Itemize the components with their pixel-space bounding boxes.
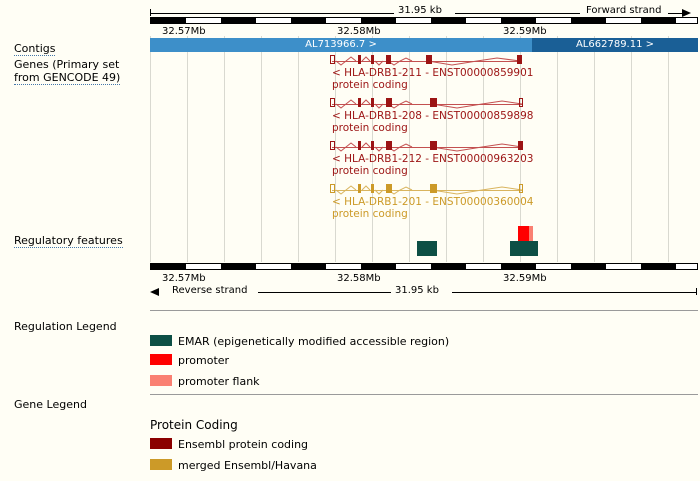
- scale-line-bottom-left: [258, 292, 393, 293]
- reverse-strand-arrow-icon: [150, 288, 159, 296]
- exon-2-4: [430, 141, 437, 150]
- contig-block-0[interactable]: AL713966.7 >: [150, 38, 532, 52]
- forward-strand-arrow-icon: [682, 9, 691, 17]
- exon-1-4: [430, 98, 437, 107]
- intron-chevrons-2: [335, 142, 523, 152]
- ruler-top[interactable]: [150, 17, 698, 24]
- exon-utr-1-0: [330, 98, 335, 107]
- gene-legend-divider: [150, 394, 698, 395]
- legend-text-promoter: promoter: [178, 354, 230, 367]
- exon-2-3: [386, 141, 392, 150]
- regulatory-feature-emar-1[interactable]: [510, 241, 538, 256]
- scale-line-left: [150, 13, 400, 14]
- exon-utr-2-0: [330, 141, 335, 150]
- transcript-biotype-3: protein coding: [332, 208, 408, 220]
- regulation-legend-label: Regulation Legend: [14, 320, 117, 333]
- track-label-regulatory-features-text: Regulatory features: [14, 234, 123, 248]
- exon-2-1: [358, 141, 361, 150]
- ruler-tick-label-top-1: 32.58Mb: [337, 26, 381, 37]
- legend-text-merged-ensembl-havana: merged Ensembl/Havana: [178, 459, 317, 472]
- track-label-regulatory-features[interactable]: Regulatory features: [14, 234, 123, 248]
- span-label-bottom: 31.95 kb: [391, 285, 443, 296]
- exon-1-2: [371, 98, 374, 107]
- exon-1-3: [386, 98, 392, 107]
- regulatory-feature-promoter-flank[interactable]: [529, 226, 533, 241]
- exon-0-4: [426, 55, 432, 64]
- transcript-name-3[interactable]: < HLA-DRB1-201 - ENST00000360004: [332, 196, 534, 208]
- legend-text-promoter-flank: promoter flank: [178, 375, 260, 388]
- exon-3-3: [386, 184, 392, 193]
- ruler-tick-label-bottom-1: 32.58Mb: [337, 273, 381, 284]
- track-label-genes-text: Genes (Primary set from GENCODE 49): [14, 58, 121, 85]
- intron-chevrons-3: [335, 185, 523, 195]
- transcript-name-2[interactable]: < HLA-DRB1-212 - ENST00000963203: [332, 153, 534, 165]
- exon-3-4: [430, 184, 437, 193]
- transcript-biotype-2: protein coding: [332, 165, 408, 177]
- exon-0-2: [371, 55, 374, 64]
- scale-line-far-right: [668, 13, 682, 14]
- exon-utr-3-0: [330, 184, 335, 193]
- intron-chevrons-1: [335, 99, 523, 109]
- scale-tick-bottom-right: [696, 288, 697, 295]
- exon-2-2: [371, 141, 374, 150]
- exon-utr-0-0: [330, 55, 335, 64]
- exon-2-5: [518, 141, 523, 150]
- legend-swatch-promoter-flank: [150, 375, 172, 386]
- regulatory-feature-promoter[interactable]: [518, 226, 529, 241]
- legend-swatch-ensembl-protein-coding: [150, 438, 172, 449]
- exon-1-1: [358, 98, 361, 107]
- transcript-biotype-0: protein coding: [332, 79, 408, 91]
- track-label-contigs-text: Contigs: [14, 42, 56, 56]
- reverse-strand-label: Reverse strand: [169, 285, 251, 296]
- legend-swatch-promoter: [150, 354, 172, 365]
- ruler-tick-label-top-2: 32.59Mb: [503, 26, 547, 37]
- scale-line-bottom-right: [452, 292, 696, 293]
- forward-strand-label: Forward strand: [583, 5, 665, 16]
- ruler-bottom[interactable]: [150, 263, 698, 270]
- ruler-tick-label-top-0: 32.57Mb: [162, 26, 206, 37]
- scale-tick-left: [150, 9, 151, 16]
- intron-chevrons-0: [335, 56, 521, 66]
- exon-0-5: [517, 55, 522, 64]
- legend-swatch-merged-ensembl-havana: [150, 459, 172, 470]
- transcript-biotype-1: protein coding: [332, 122, 408, 134]
- legend-swatch-emar: [150, 335, 172, 346]
- scale-line-right: [455, 13, 580, 14]
- regulation-legend-divider: [150, 310, 698, 311]
- exon-0-3: [386, 55, 391, 64]
- transcript-name-0[interactable]: < HLA-DRB1-211 - ENST00000859901: [332, 67, 534, 79]
- span-label-top: 31.95 kb: [394, 5, 446, 16]
- transcript-name-1[interactable]: < HLA-DRB1-208 - ENST00000859898: [332, 110, 534, 122]
- exon-0-1: [358, 55, 361, 64]
- exon-utr-1-5: [519, 98, 523, 107]
- gene-legend-section-title: Protein Coding: [150, 418, 238, 432]
- ruler-tick-label-bottom-2: 32.59Mb: [503, 273, 547, 284]
- legend-text-emar: EMAR (epigenetically modified accessible…: [178, 335, 450, 348]
- track-label-contigs[interactable]: Contigs: [14, 42, 56, 56]
- exon-3-1: [358, 184, 361, 193]
- exon-3-2: [371, 184, 374, 193]
- regulatory-feature-emar-0[interactable]: [417, 241, 437, 256]
- exon-utr-3-5: [519, 184, 523, 193]
- track-label-genes[interactable]: Genes (Primary set from GENCODE 49): [14, 58, 144, 85]
- ruler-tick-label-bottom-0: 32.57Mb: [162, 273, 206, 284]
- genome-browser-plot[interactable]: AL713966.7 > AL662789.11 > < HLA-DRB1-21…: [150, 0, 698, 300]
- gene-legend-label: Gene Legend: [14, 398, 87, 411]
- legend-text-ensembl-protein-coding: Ensembl protein coding: [178, 438, 309, 451]
- contig-block-1[interactable]: AL662789.11 >: [532, 38, 698, 52]
